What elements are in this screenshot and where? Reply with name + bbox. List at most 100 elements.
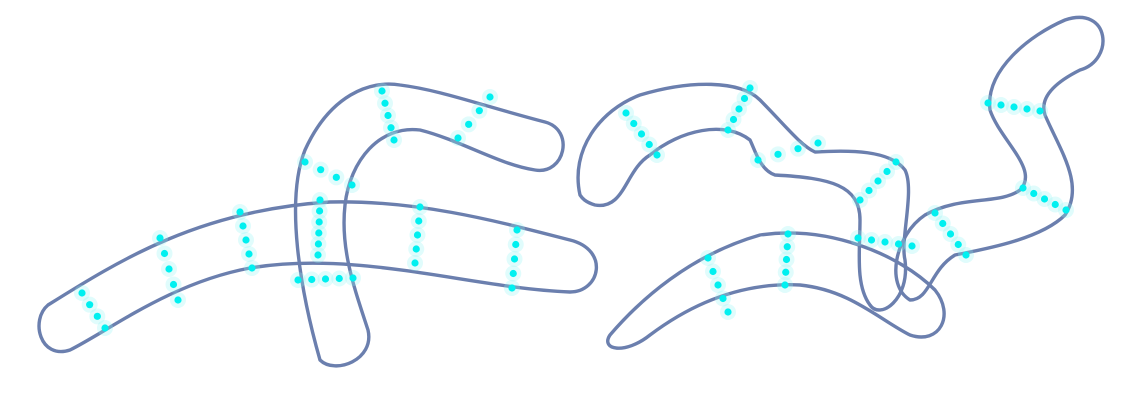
keypoint-dot (78, 289, 86, 297)
keypoint-dot (908, 242, 916, 250)
keypoint-dot (883, 167, 891, 176)
keypoint-dot (735, 105, 743, 113)
keypoint-dot (931, 209, 939, 217)
worm-outline-right-hook (894, 15, 1105, 302)
keypoint-dot (242, 236, 250, 244)
keypoint-dot (101, 324, 109, 332)
keypoint-dot (781, 281, 789, 289)
keypoint-dot (411, 259, 419, 267)
keypoint-dot (316, 207, 324, 215)
keypoint-dot (709, 267, 717, 276)
keypoint-dot (239, 222, 247, 230)
keypoint-dot (1023, 105, 1031, 113)
keypoint-dot (86, 301, 94, 309)
keypoint-dot (349, 274, 357, 282)
keypoint-markers (74, 80, 1074, 336)
keypoint-dot (160, 249, 169, 258)
keypoint-dot (245, 250, 253, 258)
keypoint-dot (335, 274, 343, 283)
keypoint-dot (782, 255, 791, 264)
keypoint-dot (724, 126, 732, 134)
keypoint-dot (509, 269, 517, 278)
keypoint-dot (997, 101, 1005, 109)
keypoint-dot (412, 245, 420, 253)
keypoint-dot (962, 251, 970, 259)
keypoint-dot (867, 236, 876, 244)
keypoint-dot (93, 312, 101, 320)
keypoint-dot (236, 208, 244, 216)
keypoint-dot (1019, 184, 1027, 192)
keypoint-dot (513, 226, 521, 234)
worm-outline-left-arch (293, 82, 565, 368)
keypoint-dot (865, 186, 873, 195)
keypoint-dot (653, 151, 661, 159)
keypoint-dot (939, 219, 947, 228)
keypoint-dot (1036, 107, 1044, 115)
keypoint-dot (387, 124, 395, 132)
keypoint-dot (894, 240, 903, 248)
keypoint-dot (348, 181, 356, 189)
keypoint-dot (156, 234, 164, 242)
keypoint-dot (783, 243, 791, 251)
keypoint-dot (174, 296, 182, 304)
keypoint-dot (510, 255, 519, 263)
keypoint-dot (630, 119, 638, 128)
keypoint-dot (724, 308, 732, 316)
keypoint-dot (881, 238, 889, 246)
keypoint-dot (782, 268, 790, 276)
keypoint-dot (413, 231, 422, 239)
keypoint-dot (746, 84, 754, 92)
keypoint-dot (316, 196, 324, 204)
worm-outline-right-bottom (606, 231, 946, 350)
keypoint-dot (892, 158, 900, 166)
keypoint-dot (729, 115, 738, 124)
keypoint-dot (854, 234, 862, 242)
keypoint-dot (475, 107, 483, 115)
keypoint-dot (784, 230, 792, 238)
keypoint-dot (317, 166, 325, 174)
keypoint-dot (874, 177, 882, 185)
keypoint-dot (486, 93, 494, 101)
keypoint-dot (390, 136, 398, 144)
keypoint-dot (315, 229, 323, 237)
keypoint-dot (508, 284, 516, 292)
keypoint-dot (1062, 206, 1070, 214)
keypoint-dot (314, 251, 322, 259)
keypoint-dot (740, 94, 749, 103)
keypoint-dot (381, 99, 389, 107)
keypoint-dot (416, 203, 424, 211)
keypoint-dot (946, 230, 955, 238)
keypoint-dot (794, 145, 802, 153)
keypoint-dot (1051, 200, 1059, 209)
keypoint-dot (378, 87, 386, 95)
keypoint-dot (308, 275, 316, 284)
keypoint-dot (165, 265, 173, 273)
keypoint-dot (645, 140, 653, 149)
keypoint-dot (984, 99, 992, 107)
keypoint-dot (954, 240, 962, 249)
keypoint-dot (315, 218, 323, 226)
keypoint-dot (774, 150, 782, 158)
keypoint-dot (321, 275, 330, 283)
keypoint-dot (856, 196, 864, 204)
keypoint-dot (415, 217, 423, 225)
keypoint-dot (1030, 189, 1038, 198)
keypoint-dot (332, 173, 340, 181)
keypoint-dot (301, 158, 309, 166)
keypoint-dot (754, 156, 762, 164)
keypoint-dot (294, 276, 302, 284)
keypoint-dot (714, 281, 722, 289)
keypoint-dot (1040, 195, 1049, 203)
keypoint-dot (169, 280, 178, 289)
keypoint-dot (719, 294, 727, 303)
worm-outline-right-top (576, 82, 911, 312)
keypoint-dot (704, 254, 712, 262)
keypoint-dot (454, 134, 462, 142)
keypoint-dot (622, 109, 630, 117)
keypoint-dot (384, 111, 392, 120)
keypoint-dot (314, 240, 322, 248)
keypoint-dot (248, 264, 256, 272)
keypoint-dot (465, 120, 473, 128)
